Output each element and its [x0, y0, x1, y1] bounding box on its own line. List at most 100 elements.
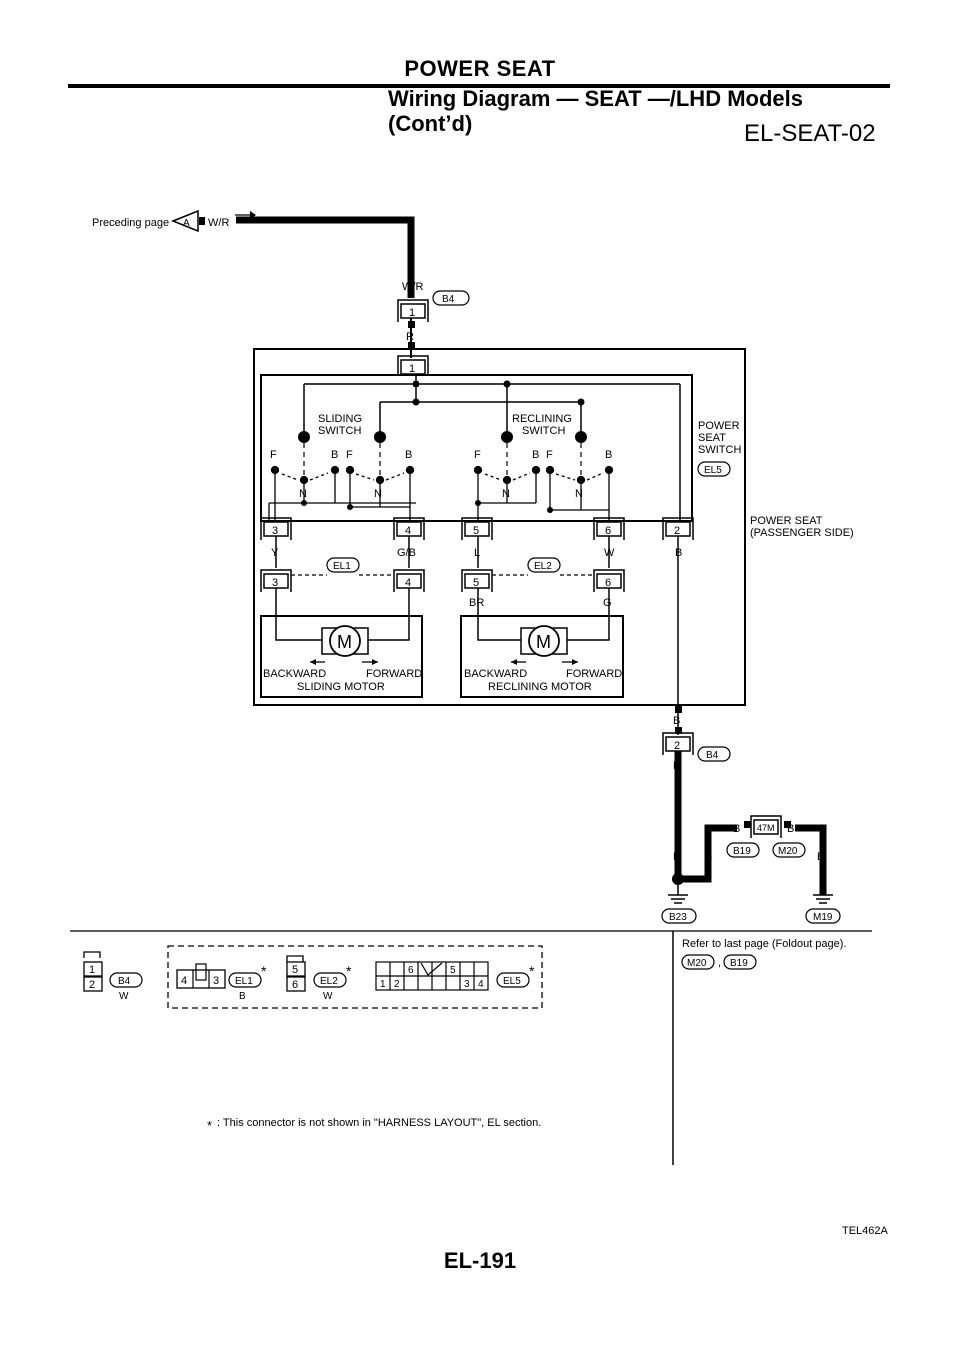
- m20-connector-tag: [772, 842, 806, 858]
- reclining-motor-label: RECLINING MOTOR: [488, 681, 592, 693]
- reclining-motor-icon: [528, 625, 560, 657]
- el5-face-view: [375, 961, 489, 991]
- svg-text:3: 3: [464, 979, 470, 990]
- el2-face-view: [286, 961, 306, 977]
- svg-text:F: F: [474, 449, 481, 461]
- svg-text:1: 1: [89, 964, 95, 976]
- section-title: POWER SEAT: [404, 56, 556, 81]
- m19-connector-tag: [805, 908, 841, 924]
- svg-text:EL5: EL5: [704, 465, 722, 476]
- svg-text:4: 4: [181, 975, 187, 987]
- svg-text:FORWARD: FORWARD: [566, 668, 622, 680]
- svg-text:2: 2: [89, 979, 95, 991]
- b19-connector-tag: [726, 842, 760, 858]
- sliding-switch-label: SLIDING: [318, 413, 362, 425]
- svg-text:B19: B19: [730, 958, 748, 969]
- svg-text:Y: Y: [271, 547, 279, 559]
- el1-connector-tag: [326, 557, 360, 573]
- svg-text:B: B: [787, 823, 794, 835]
- svg-text:G/B: G/B: [397, 547, 416, 559]
- power-seat-switch-box: [260, 374, 693, 522]
- svg-text:1: 1: [409, 307, 415, 319]
- sliding-motor-icon: [329, 625, 361, 657]
- svg-text:6: 6: [408, 965, 414, 976]
- ground-icon: [668, 894, 688, 904]
- ground-icon: [813, 894, 833, 904]
- svg-text:5: 5: [450, 965, 456, 976]
- svg-text:1: 1: [380, 979, 386, 990]
- svg-text:2: 2: [674, 740, 680, 752]
- svg-text:EL1: EL1: [333, 561, 351, 572]
- b4-connector-tag: [432, 290, 470, 306]
- power-seat-passenger-label: POWER SEAT: [750, 515, 823, 527]
- svg-text:3: 3: [213, 975, 219, 987]
- svg-text:B: B: [817, 851, 824, 863]
- svg-text:*: *: [261, 963, 267, 979]
- svg-text:3: 3: [272, 577, 278, 589]
- svg-text:EL5: EL5: [503, 976, 521, 987]
- diagram-code: EL-SEAT-02: [744, 120, 876, 147]
- svg-text:6: 6: [605, 577, 611, 589]
- page-number: EL-191: [443, 1248, 517, 1273]
- svg-text:SWITCH: SWITCH: [698, 444, 741, 456]
- svg-text:B: B: [705, 851, 712, 863]
- svg-text:B: B: [239, 991, 246, 1002]
- svg-text:B: B: [673, 715, 680, 727]
- svg-text:B4: B4: [118, 976, 131, 987]
- b23-connector-tag: [661, 908, 697, 924]
- svg-text:F: F: [346, 449, 353, 461]
- svg-text:B19: B19: [733, 846, 751, 857]
- figure-code: TEL462A: [842, 1225, 889, 1237]
- svg-text:BR: BR: [469, 597, 484, 609]
- svg-text:M20: M20: [778, 846, 798, 857]
- svg-text:SWITCH: SWITCH: [318, 425, 361, 437]
- svg-text:6: 6: [605, 525, 611, 537]
- reclining-motor-box: [460, 615, 624, 698]
- svg-text:SEAT: SEAT: [698, 432, 726, 444]
- svg-text:B: B: [733, 823, 740, 835]
- svg-text:N: N: [374, 488, 382, 500]
- preceding-connector-flag: [170, 209, 199, 233]
- svg-text:*: *: [346, 963, 352, 979]
- svg-text:5: 5: [292, 964, 298, 976]
- el5-connector-tag: [697, 461, 731, 477]
- not-shown-connectors-group: [167, 945, 543, 1009]
- preceding-page-label: Preceding page: [92, 217, 169, 229]
- svg-text:SWITCH: SWITCH: [522, 425, 565, 437]
- svg-text:B: B: [405, 449, 412, 461]
- svg-text:B4: B4: [706, 750, 719, 761]
- el2-connector-tag: [527, 557, 561, 573]
- svg-text:1: 1: [409, 363, 415, 375]
- refer-foldout-text: Refer to last page (Foldout page).: [682, 938, 846, 950]
- wire-wr-feed: [236, 216, 415, 298]
- el1-face-view: [176, 969, 226, 989]
- svg-text:M19: M19: [813, 912, 833, 923]
- svg-text:F: F: [270, 449, 277, 461]
- wire-color-wr: W/R: [402, 281, 423, 293]
- sliding-motor-label: SLIDING MOTOR: [297, 681, 385, 693]
- svg-text:5: 5: [473, 525, 479, 537]
- svg-text:6: 6: [292, 979, 298, 991]
- svg-text:N: N: [575, 488, 583, 500]
- joint-47m-box: [753, 819, 779, 835]
- svg-text:B23: B23: [669, 912, 687, 923]
- svg-text:M20: M20: [687, 958, 707, 969]
- svg-text:*: *: [529, 963, 535, 979]
- wire-color-r: R: [406, 331, 414, 343]
- svg-text:W: W: [119, 991, 129, 1002]
- svg-text:M: M: [536, 632, 551, 652]
- sliding-motor-box: [260, 615, 423, 698]
- svg-text:EL2: EL2: [320, 976, 338, 987]
- svg-text:2: 2: [394, 979, 400, 990]
- preceding-connector-label: A: [183, 218, 190, 229]
- svg-text:BACKWARD: BACKWARD: [263, 668, 326, 680]
- svg-text:4: 4: [478, 979, 484, 990]
- svg-text:BACKWARD: BACKWARD: [464, 668, 527, 680]
- power-seat-passenger-box: [253, 348, 746, 706]
- b4-face-view: [83, 961, 103, 977]
- svg-text:EL2: EL2: [534, 561, 552, 572]
- svg-text:B: B: [673, 851, 680, 863]
- svg-text:*: *: [207, 1118, 212, 1133]
- svg-text:L: L: [474, 547, 480, 559]
- svg-text:B: B: [331, 449, 338, 461]
